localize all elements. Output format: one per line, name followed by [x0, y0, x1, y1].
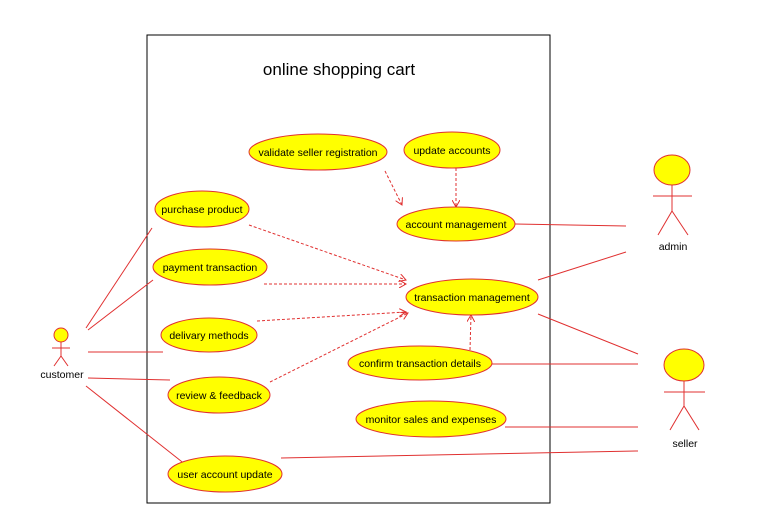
- use-case-label: transaction management: [414, 292, 530, 304]
- use-case-account-management[interactable]: account management: [396, 206, 516, 242]
- system-boundary: [146, 34, 551, 504]
- use-case-payment-transaction[interactable]: payment transaction: [152, 248, 268, 286]
- assoc-customer-purchase-product: [85, 227, 153, 329]
- use-case-label: monitor sales and expenses: [366, 414, 497, 426]
- assoc-seller-user-account-update: [280, 450, 639, 459]
- dep-review-to-transaction-management: [269, 313, 408, 383]
- dependencies: [248, 168, 471, 383]
- dep-purchase-to-transaction-management: [248, 224, 406, 280]
- actor-label: seller: [672, 438, 698, 450]
- use-case-label: user account update: [177, 469, 272, 481]
- use-case-purchase-product[interactable]: purchase product: [154, 190, 250, 228]
- assoc-customer-review-feedback: [87, 377, 171, 381]
- actor-label: customer: [40, 369, 84, 381]
- assoc-customer-payment-transaction: [87, 279, 154, 331]
- associations: [85, 223, 639, 466]
- system-title: online shopping cart: [263, 60, 415, 79]
- stick-figure-icon: [663, 348, 705, 431]
- use-case-label: review & feedback: [176, 390, 263, 402]
- stick-figure-icon: [653, 154, 692, 236]
- assoc-admin-transaction-management: [537, 251, 627, 281]
- use-case-delivary-methods[interactable]: delivary methods: [160, 317, 258, 353]
- actor-admin[interactable]: admin: [653, 154, 692, 253]
- use-case-label: validate seller registration: [258, 147, 377, 159]
- use-case-label: payment transaction: [163, 262, 258, 274]
- stick-figure-icon: [52, 327, 70, 367]
- assoc-seller-transaction-management: [537, 313, 639, 355]
- use-case-label: purchase product: [161, 204, 242, 216]
- use-case-update-accounts[interactable]: update accounts: [403, 131, 501, 169]
- use-case-label: delivary methods: [169, 330, 248, 342]
- use-case-user-account-update[interactable]: user account update: [167, 455, 283, 493]
- use-case-monitor-sales-expenses[interactable]: monitor sales and expenses: [355, 400, 507, 438]
- use-case-label: update accounts: [413, 145, 490, 157]
- use-case-validate-seller-registration[interactable]: validate seller registration: [248, 133, 388, 171]
- assoc-customer-user-account-update: [85, 385, 187, 466]
- actor-seller[interactable]: seller: [663, 348, 705, 450]
- actor-customer[interactable]: customer: [40, 327, 84, 381]
- assoc-admin-account-management: [514, 223, 627, 227]
- use-case-transaction-management[interactable]: transaction management: [405, 278, 539, 316]
- use-case-label: account management: [406, 219, 507, 231]
- use-case-review-feedback[interactable]: review & feedback: [167, 376, 271, 414]
- actor-label: admin: [659, 241, 688, 253]
- dep-validate-to-account-management: [384, 170, 402, 205]
- use-case-label: confirm transaction details: [359, 358, 481, 370]
- dep-delivary-to-transaction-management: [256, 312, 406, 322]
- dep-confirm-to-transaction-management: [470, 315, 471, 351]
- use-case-confirm-transaction-details[interactable]: confirm transaction details: [347, 345, 493, 381]
